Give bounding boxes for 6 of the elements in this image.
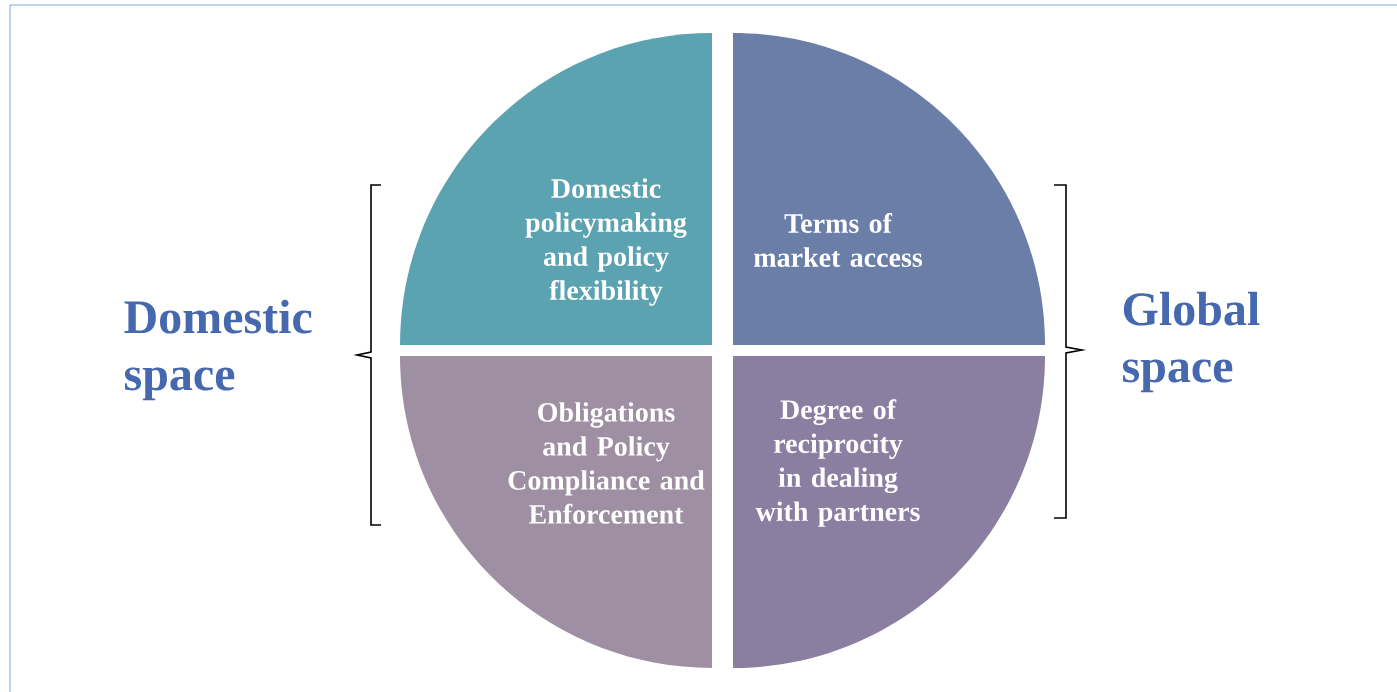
quadrant: Terms of market access xyxy=(733,33,1045,345)
side-label: Domestic space xyxy=(124,299,312,401)
side-label: Global space xyxy=(1123,291,1260,393)
quadrant: Domestic policymaking and policy flexibility xyxy=(400,33,712,345)
quadrant: Obligations and Policy Compliance and Enforcement xyxy=(400,356,712,668)
quadrant: Degree of reciprocity in dealing with partners xyxy=(733,356,1045,668)
